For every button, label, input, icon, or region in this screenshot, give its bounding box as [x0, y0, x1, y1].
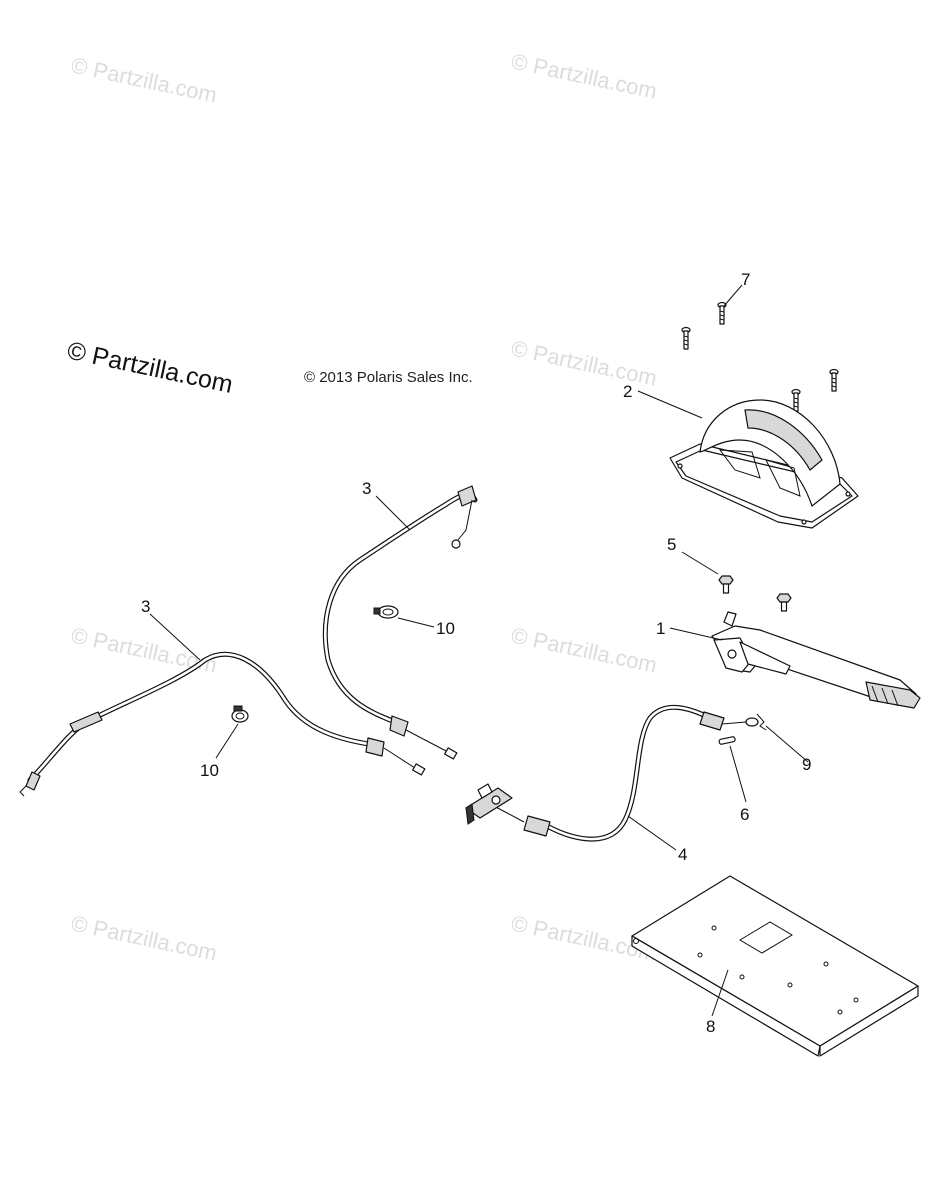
callout-4: 4	[678, 845, 687, 864]
copyright-text: © 2013 Polaris Sales Inc.	[304, 369, 473, 386]
part-5-bolts	[718, 575, 792, 612]
screw-icon	[681, 326, 691, 350]
part-10-clip-lower	[231, 705, 249, 723]
callout-2: 2	[623, 382, 632, 401]
leader-lines	[149, 284, 809, 1017]
watermark-top-left: © Partzilla.com	[69, 52, 219, 107]
part-10-clip-upper	[373, 605, 399, 619]
callout-5: 5	[667, 535, 676, 554]
watermark-mid-right: © Partzilla.com	[509, 335, 659, 390]
watermark-main: © Partzilla.com	[65, 336, 236, 398]
part-6-pin	[718, 736, 736, 745]
part-2-boot-cover	[669, 399, 859, 529]
watermark-center-left: © Partzilla.com	[69, 622, 219, 677]
part-3-right-cable	[322, 485, 478, 760]
screw-icon	[829, 368, 839, 392]
callout-3-left: 3	[141, 597, 150, 616]
callout-7: 7	[741, 270, 750, 289]
callout-3-right: 3	[362, 479, 371, 498]
watermark-grid: © Partzilla.com © Partzilla.com © Partzi…	[69, 48, 659, 965]
callout-1: 1	[656, 619, 665, 638]
part-8-mounting-plate	[631, 875, 919, 1057]
part-9-clip	[756, 713, 767, 731]
watermark-bottom-left: © Partzilla.com	[69, 910, 219, 965]
part-4-equalizer-cable	[465, 704, 759, 842]
callout-8: 8	[706, 1017, 715, 1036]
bolt-icon	[776, 593, 792, 612]
callout-10-upper: 10	[436, 619, 455, 638]
screw-icon	[717, 301, 727, 325]
watermark-top-right: © Partzilla.com	[509, 48, 659, 103]
callout-labels: 7 2 3 5 3 1 10 9 10 6 4 8	[141, 270, 811, 1036]
screw-icon	[791, 388, 801, 412]
callout-10-lower: 10	[200, 761, 219, 780]
watermark-center-right: © Partzilla.com	[509, 622, 659, 677]
part-7-screws	[681, 301, 839, 412]
part-3-left-cable	[19, 651, 426, 797]
bolt-icon	[718, 575, 734, 594]
callout-9: 9	[802, 755, 811, 774]
callout-6: 6	[740, 805, 749, 824]
part-1-brake-lever	[711, 611, 921, 709]
